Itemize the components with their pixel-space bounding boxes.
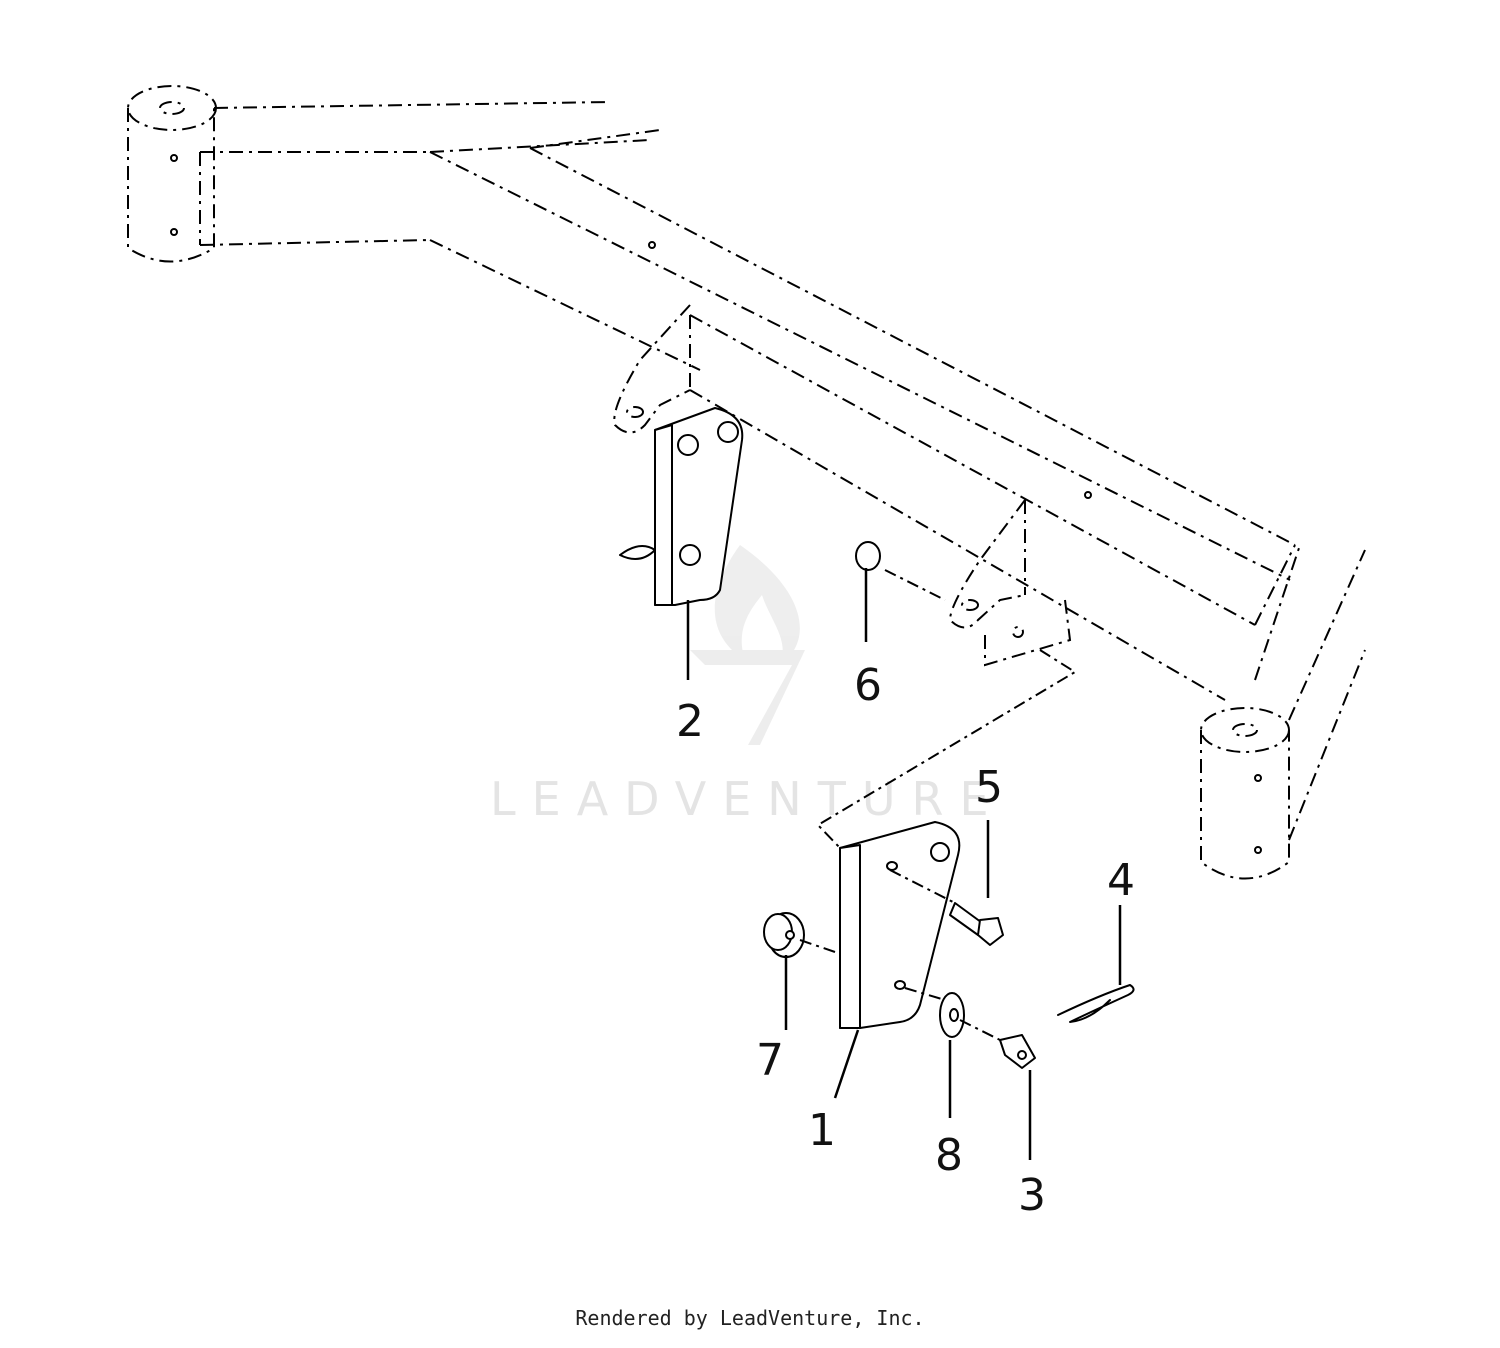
watermark-logo [690,545,805,745]
callout-5: 5 [975,762,1003,813]
bolt-part-5 [949,902,1004,946]
washer-part-8 [939,992,965,1038]
callout-4: 4 [1107,855,1135,906]
hairpin-clip-part-4 [1057,984,1135,1023]
watermark-text: LEADVENTURE [490,772,1005,826]
flange-nut-part-7 [763,912,805,958]
callout-1: 1 [808,1105,836,1156]
callout-8: 8 [935,1130,963,1181]
frame-outline [127,85,1366,880]
bracket-part-1 [839,821,961,1029]
footer-credit: Rendered by LeadVenture, Inc. [575,1306,925,1330]
assembly-lines [799,569,1077,1041]
nut-part-6 [855,541,881,571]
callout-2: 2 [676,696,704,747]
leader-lines [686,568,1122,1160]
callout-6: 6 [854,660,882,711]
mounted-bracket-part-2 [619,407,744,606]
pin-part-3 [999,1034,1036,1069]
callout-3: 3 [1018,1170,1046,1221]
callout-7: 7 [756,1035,784,1086]
